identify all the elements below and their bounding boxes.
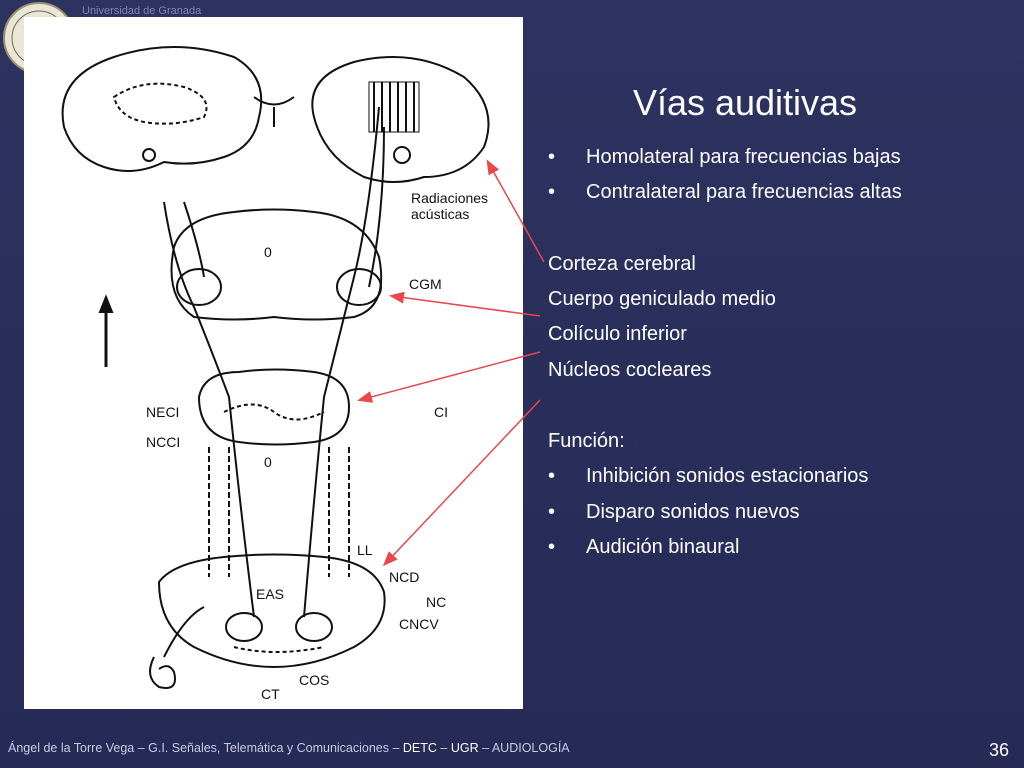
cochlear-nerve	[163, 606, 205, 658]
left-cgm-ellipse	[176, 268, 222, 306]
label-ct: CT	[261, 686, 280, 702]
label-cncv: CNCV	[399, 616, 439, 632]
auditory-pathway-diagram: Radiaciones acústicas 0 CGM NECI NCCI CI…	[24, 17, 523, 709]
label-eas: EAS	[256, 586, 284, 602]
footer-subject: AUDIOLOGÍA	[491, 741, 570, 755]
label-acusticas: acústicas	[411, 206, 469, 222]
bullet-dot: •	[548, 465, 556, 487]
bullet-dot: •	[548, 181, 556, 203]
label-ci: CI	[434, 404, 448, 420]
footer-detc: DETC	[402, 741, 437, 755]
colliculus-commissure	[223, 403, 325, 421]
function-heading: Función:	[548, 430, 625, 452]
footer: Ángel de la Torre Vega – G.I. Señales, T…	[8, 741, 570, 755]
label-cgm: CGM	[409, 276, 442, 292]
label-ncd: NCD	[389, 569, 419, 585]
inferior-colliculus	[197, 368, 351, 446]
lateral-lemniscus-tracts	[208, 447, 350, 577]
footer-author: Ángel de la Torre Vega – G.I. Señales, T…	[8, 741, 403, 755]
label-neci: NECI	[146, 404, 179, 420]
bullet-dot: •	[548, 146, 556, 168]
label-ll: LL	[357, 542, 373, 558]
university-name: Universidad de Granada	[82, 5, 202, 17]
right-olivary-complex	[295, 612, 333, 642]
bullet-dot: •	[548, 501, 556, 523]
left-ascending-fiber	[163, 201, 255, 618]
slide-title: Vías auditivas	[632, 82, 858, 123]
level-cgm: Cuerpo geniculado medio	[548, 288, 776, 310]
bullet-dot: •	[548, 536, 556, 558]
level-corteza: Corteza cerebral	[548, 253, 696, 275]
left-cortex-inner	[112, 82, 208, 125]
cochlea	[149, 656, 176, 689]
medulla	[157, 553, 386, 669]
level-nc: Núcleos cocleares	[548, 359, 712, 381]
label-zero-bottom: 0	[264, 454, 272, 470]
left-olivary-complex	[225, 612, 263, 642]
right-ascending-fiber	[303, 106, 380, 618]
label-cos: COS	[299, 672, 329, 688]
label-ncci: NCCI	[146, 434, 180, 450]
right-cortex-area	[368, 81, 420, 133]
left-cortex-node	[142, 148, 156, 162]
right-cortex-node	[393, 146, 411, 164]
page-number: 36	[989, 740, 1010, 760]
ascending-arrowhead	[98, 294, 114, 313]
right-cortex	[311, 56, 490, 183]
label-nc: NC	[426, 594, 446, 610]
trapezoid-body	[233, 646, 325, 653]
right-cortex-hatching	[373, 82, 415, 132]
label-zero-top: 0	[264, 244, 272, 260]
right-cgm-ellipse	[336, 268, 382, 306]
footer-ugr: UGR	[450, 741, 479, 755]
left-radiation-fiber	[183, 201, 205, 278]
left-cortex	[61, 46, 263, 172]
right-radiation-fiber	[368, 126, 385, 288]
level-ci: Colículo inferior	[548, 323, 687, 345]
commissure-arc	[253, 96, 295, 106]
label-radiaciones: Radiaciones	[411, 190, 488, 206]
